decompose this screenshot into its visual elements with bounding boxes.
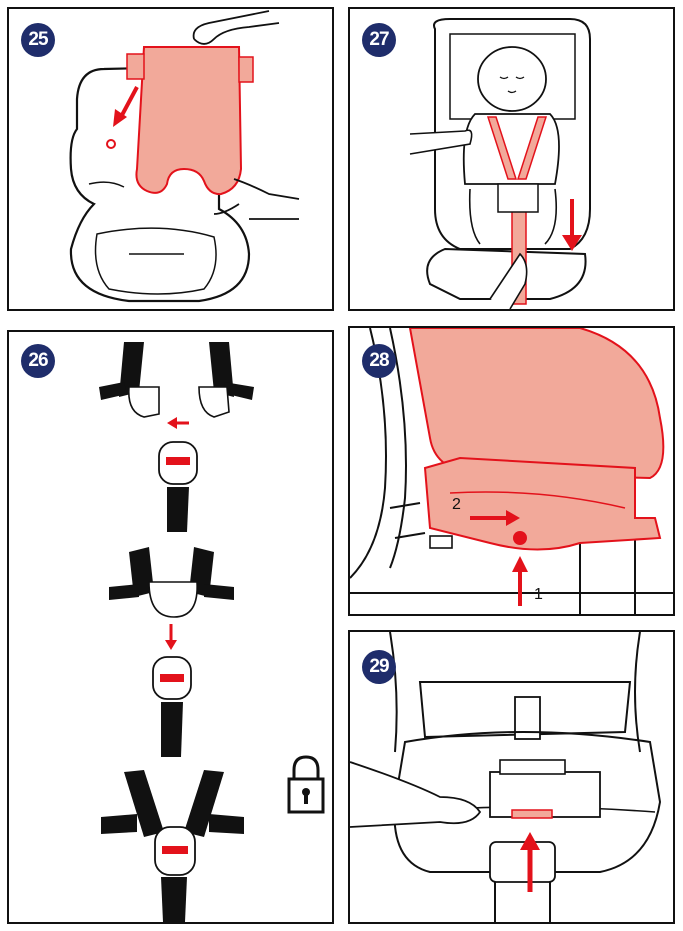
step-26-panel: 26 [7, 330, 334, 924]
step-28-panel: 28 2 1 [348, 326, 675, 616]
step-25-panel: 25 [7, 7, 334, 311]
arrow-label-1: 1 [534, 586, 543, 603]
step-27-panel: 27 [348, 7, 675, 311]
step-29-illustration [350, 632, 662, 922]
lock-icon [287, 755, 325, 814]
step-26-illustration [99, 342, 325, 922]
step-28-illustration [350, 328, 673, 614]
step-27-illustration [409, 18, 591, 309]
step-number-badge: 28 [362, 344, 396, 378]
step-number-badge: 29 [362, 650, 396, 684]
step-number-badge: 27 [362, 23, 396, 57]
step-number-badge: 25 [21, 23, 55, 57]
step-number-badge: 26 [21, 344, 55, 378]
arrow-label-2: 2 [452, 496, 461, 513]
step-25-illustration [69, 10, 300, 303]
step-29-panel: 29 [348, 630, 675, 924]
